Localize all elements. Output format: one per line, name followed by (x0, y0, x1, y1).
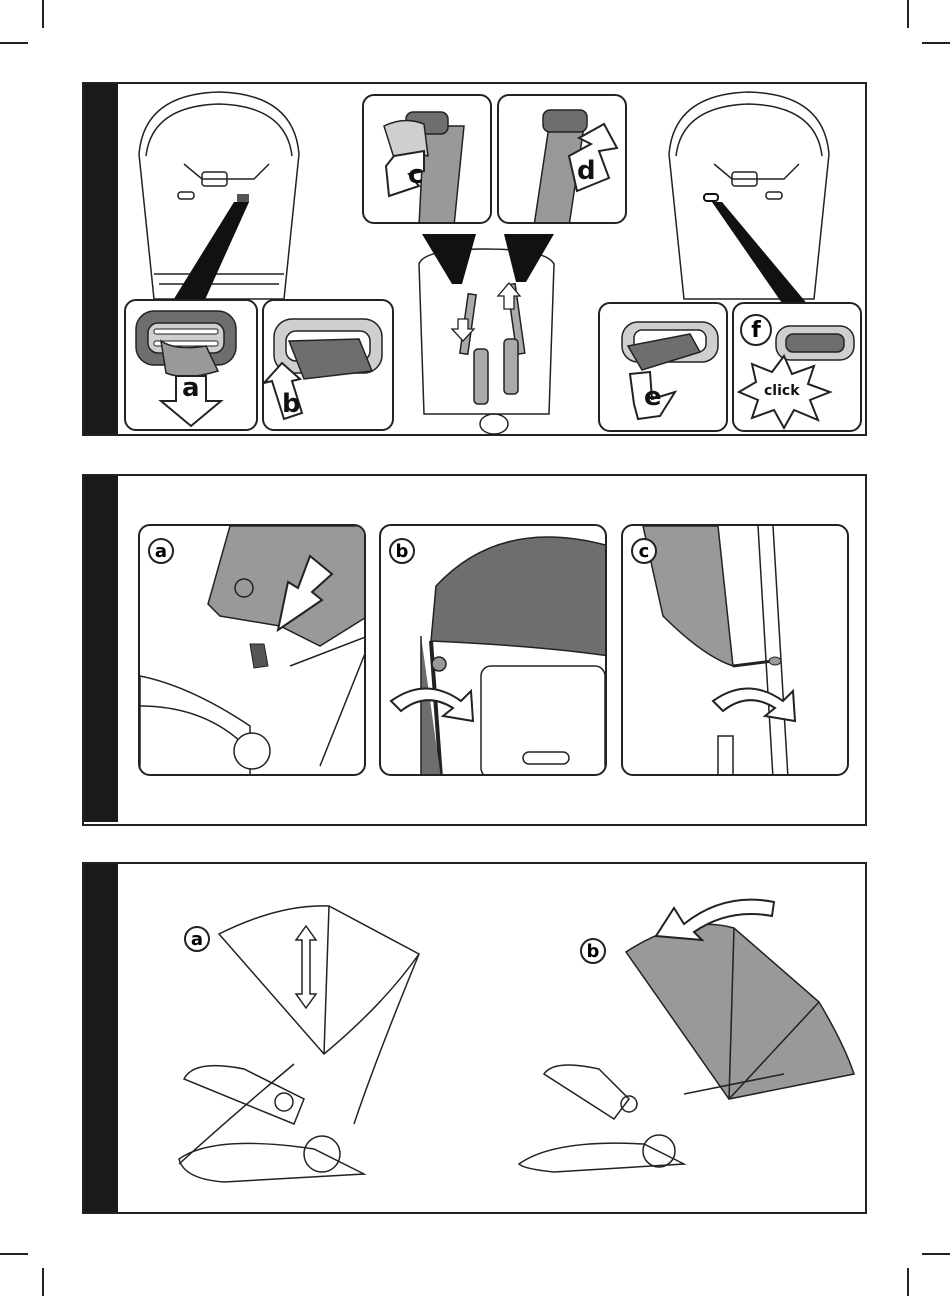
step-box-f: f click (732, 302, 862, 432)
step-label-a: a (148, 538, 174, 564)
crop-mark (0, 1253, 28, 1255)
canopy-side-illustration (623, 526, 849, 776)
step-box-d: d (497, 94, 627, 224)
strap-loop-illustration (364, 96, 492, 224)
step-label-a: a (184, 926, 210, 952)
crop-mark (0, 42, 28, 44)
step-box-c: c (362, 94, 492, 224)
crop-mark (42, 0, 44, 28)
strap-thread-illustration (499, 96, 627, 224)
step-box-b: b (379, 524, 607, 776)
buckle-release-illustration (600, 304, 728, 432)
crop-mark (922, 42, 950, 44)
crop-mark (907, 1268, 909, 1296)
crop-mark (907, 0, 909, 28)
step-label-b: b (389, 538, 415, 564)
crop-mark (42, 1268, 44, 1296)
canopy-adjust-illustration-b (84, 864, 869, 1216)
step-box-b: b (262, 299, 394, 431)
step-label-c: c (408, 160, 423, 190)
canopy-attach-illustration (140, 526, 366, 776)
canopy-knob-illustration (381, 526, 607, 776)
step-box-a: a (124, 299, 258, 431)
step-box-c: c (621, 524, 849, 776)
step-label-b: b (282, 389, 301, 419)
instruction-panel-1: a b c d (82, 82, 867, 436)
step-label-b: b (580, 938, 606, 964)
step-box-a: a (138, 524, 366, 776)
step-label-e: e (644, 382, 662, 412)
step-label-d: d (577, 156, 596, 186)
instruction-panel-2: a b c (82, 474, 867, 826)
buckle-pull-illustration (126, 301, 258, 431)
step-label-f: f (740, 314, 772, 346)
panel-side-bar (84, 476, 118, 822)
step-box-e: e (598, 302, 728, 432)
step-label-a: a (182, 373, 200, 403)
crop-mark (922, 1253, 950, 1255)
click-text: click (764, 383, 800, 399)
step-label-c: c (631, 538, 657, 564)
instruction-panel-3: a b (82, 862, 867, 1214)
